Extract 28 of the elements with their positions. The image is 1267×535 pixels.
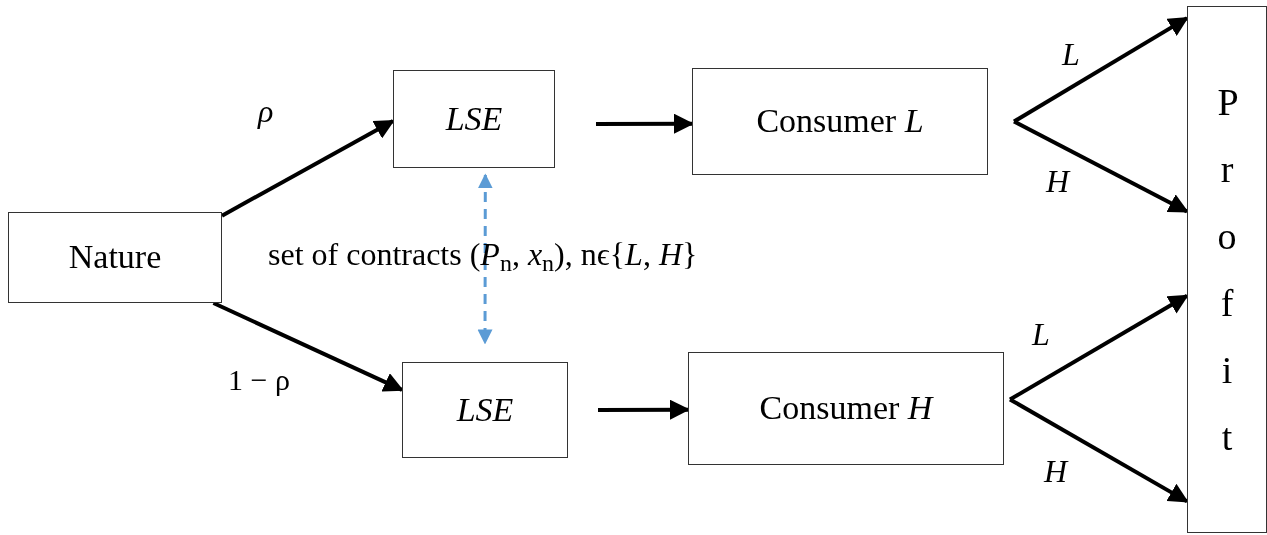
arrow bbox=[212, 301, 404, 392]
edge-label: set of contracts (P$_{n}$, x$_{n}$), nϵ{L, H} bbox=[268, 238, 698, 270]
box-label: Nature bbox=[68, 237, 162, 278]
edge-label: 1 − ρ bbox=[228, 365, 290, 395]
arrow bbox=[1012, 16, 1189, 124]
box-label: LSE bbox=[445, 98, 503, 139]
edge-label: H bbox=[1046, 165, 1070, 197]
arrow bbox=[1013, 119, 1189, 214]
box-label: Consumer L bbox=[756, 101, 924, 142]
box-label: Consumer H bbox=[759, 388, 933, 429]
arrow bbox=[1009, 397, 1189, 504]
process-box bbox=[402, 362, 568, 458]
edge-label: L bbox=[1032, 318, 1050, 350]
process-box bbox=[688, 352, 1004, 465]
arrow bbox=[477, 173, 493, 345]
arrow bbox=[598, 399, 690, 420]
process-box bbox=[393, 70, 555, 168]
arrow bbox=[596, 113, 694, 134]
edge-label: ρ bbox=[258, 95, 274, 127]
process-box bbox=[692, 68, 988, 175]
process-box bbox=[1187, 6, 1267, 533]
process-box bbox=[8, 212, 222, 303]
edge-label: H bbox=[1044, 455, 1068, 487]
arrow bbox=[221, 119, 395, 218]
arrow bbox=[1009, 294, 1189, 402]
box-label: LSE bbox=[456, 389, 514, 430]
box-label: Profit bbox=[1217, 79, 1237, 460]
edge-label: L bbox=[1062, 38, 1080, 70]
